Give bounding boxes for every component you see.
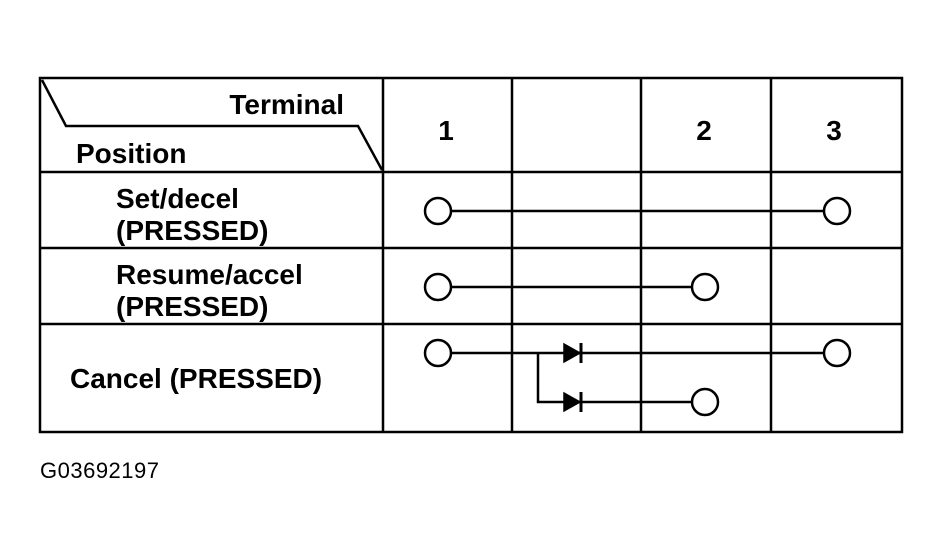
row-resume-accel-state: (PRESSED) (116, 291, 268, 322)
terminal-node-3 (822, 338, 852, 368)
wire-cancel-to-2 (536, 353, 691, 404)
table-outline (38, 76, 904, 434)
row-cancel-label: Cancel (PRESSED) (70, 363, 322, 394)
terminal-column-1: 1 (438, 115, 454, 146)
terminal-node-1 (423, 196, 453, 226)
connection-cancel (451, 351, 823, 404)
terminal-node-2 (690, 387, 720, 417)
table-grid (38, 76, 904, 434)
connection-resume-accel (423, 272, 720, 302)
position-header: Position (76, 138, 186, 169)
terminal-node-2 (690, 272, 720, 302)
row-set-decel-state: (PRESSED) (116, 215, 268, 246)
connection-set-decel (423, 196, 852, 226)
terminal-node-1 (423, 338, 453, 368)
row-set-decel-label: Set/decel (116, 183, 239, 214)
diode-icon (563, 342, 583, 364)
figure-id: G03692197 (40, 458, 160, 483)
terminal-column-3: 3 (826, 115, 842, 146)
header-diagonal-divider (40, 79, 384, 171)
terminal-node-3 (822, 196, 852, 226)
terminal-header: Terminal (229, 89, 344, 120)
cancel-terminal-nodes (423, 338, 852, 417)
row-resume-accel-label: Resume/accel (116, 259, 303, 290)
diode-icon (563, 391, 583, 413)
terminal-column-2: 2 (696, 115, 712, 146)
terminal-node-1 (423, 272, 453, 302)
